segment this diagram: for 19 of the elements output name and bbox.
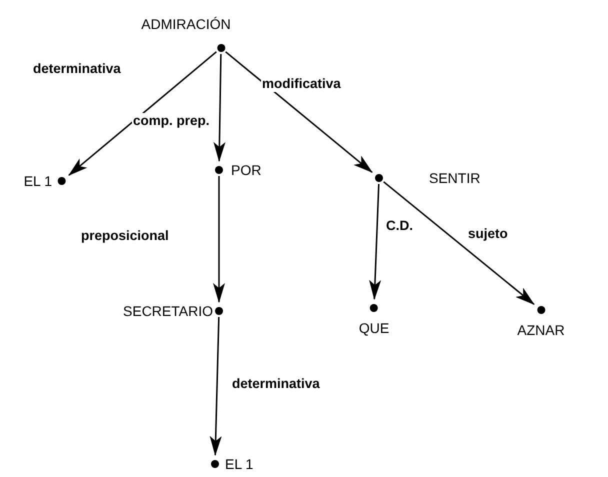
arrow (68, 51, 217, 176)
node-label: EL 1 (24, 173, 52, 189)
edge-label: comp. prep. (132, 113, 211, 129)
arrow (213, 176, 225, 303)
arrow (213, 54, 226, 162)
edge-label: sujeto (467, 226, 509, 242)
arrow (369, 184, 382, 300)
node-label: SECRETARIO (123, 303, 213, 319)
node-label: POR (231, 162, 262, 178)
arrow (210, 316, 222, 456)
edge-label: modificativa (261, 76, 342, 92)
node-label: ADMIRACIÓN (141, 16, 231, 32)
node-label: SENTIR (429, 170, 480, 186)
arrow (383, 181, 535, 305)
node-label: AZNAR (517, 322, 565, 338)
arrow (225, 51, 373, 173)
edge-label: preposicional (80, 228, 170, 244)
node-label: EL 1 (225, 456, 254, 472)
node-label: QUE (358, 320, 390, 336)
